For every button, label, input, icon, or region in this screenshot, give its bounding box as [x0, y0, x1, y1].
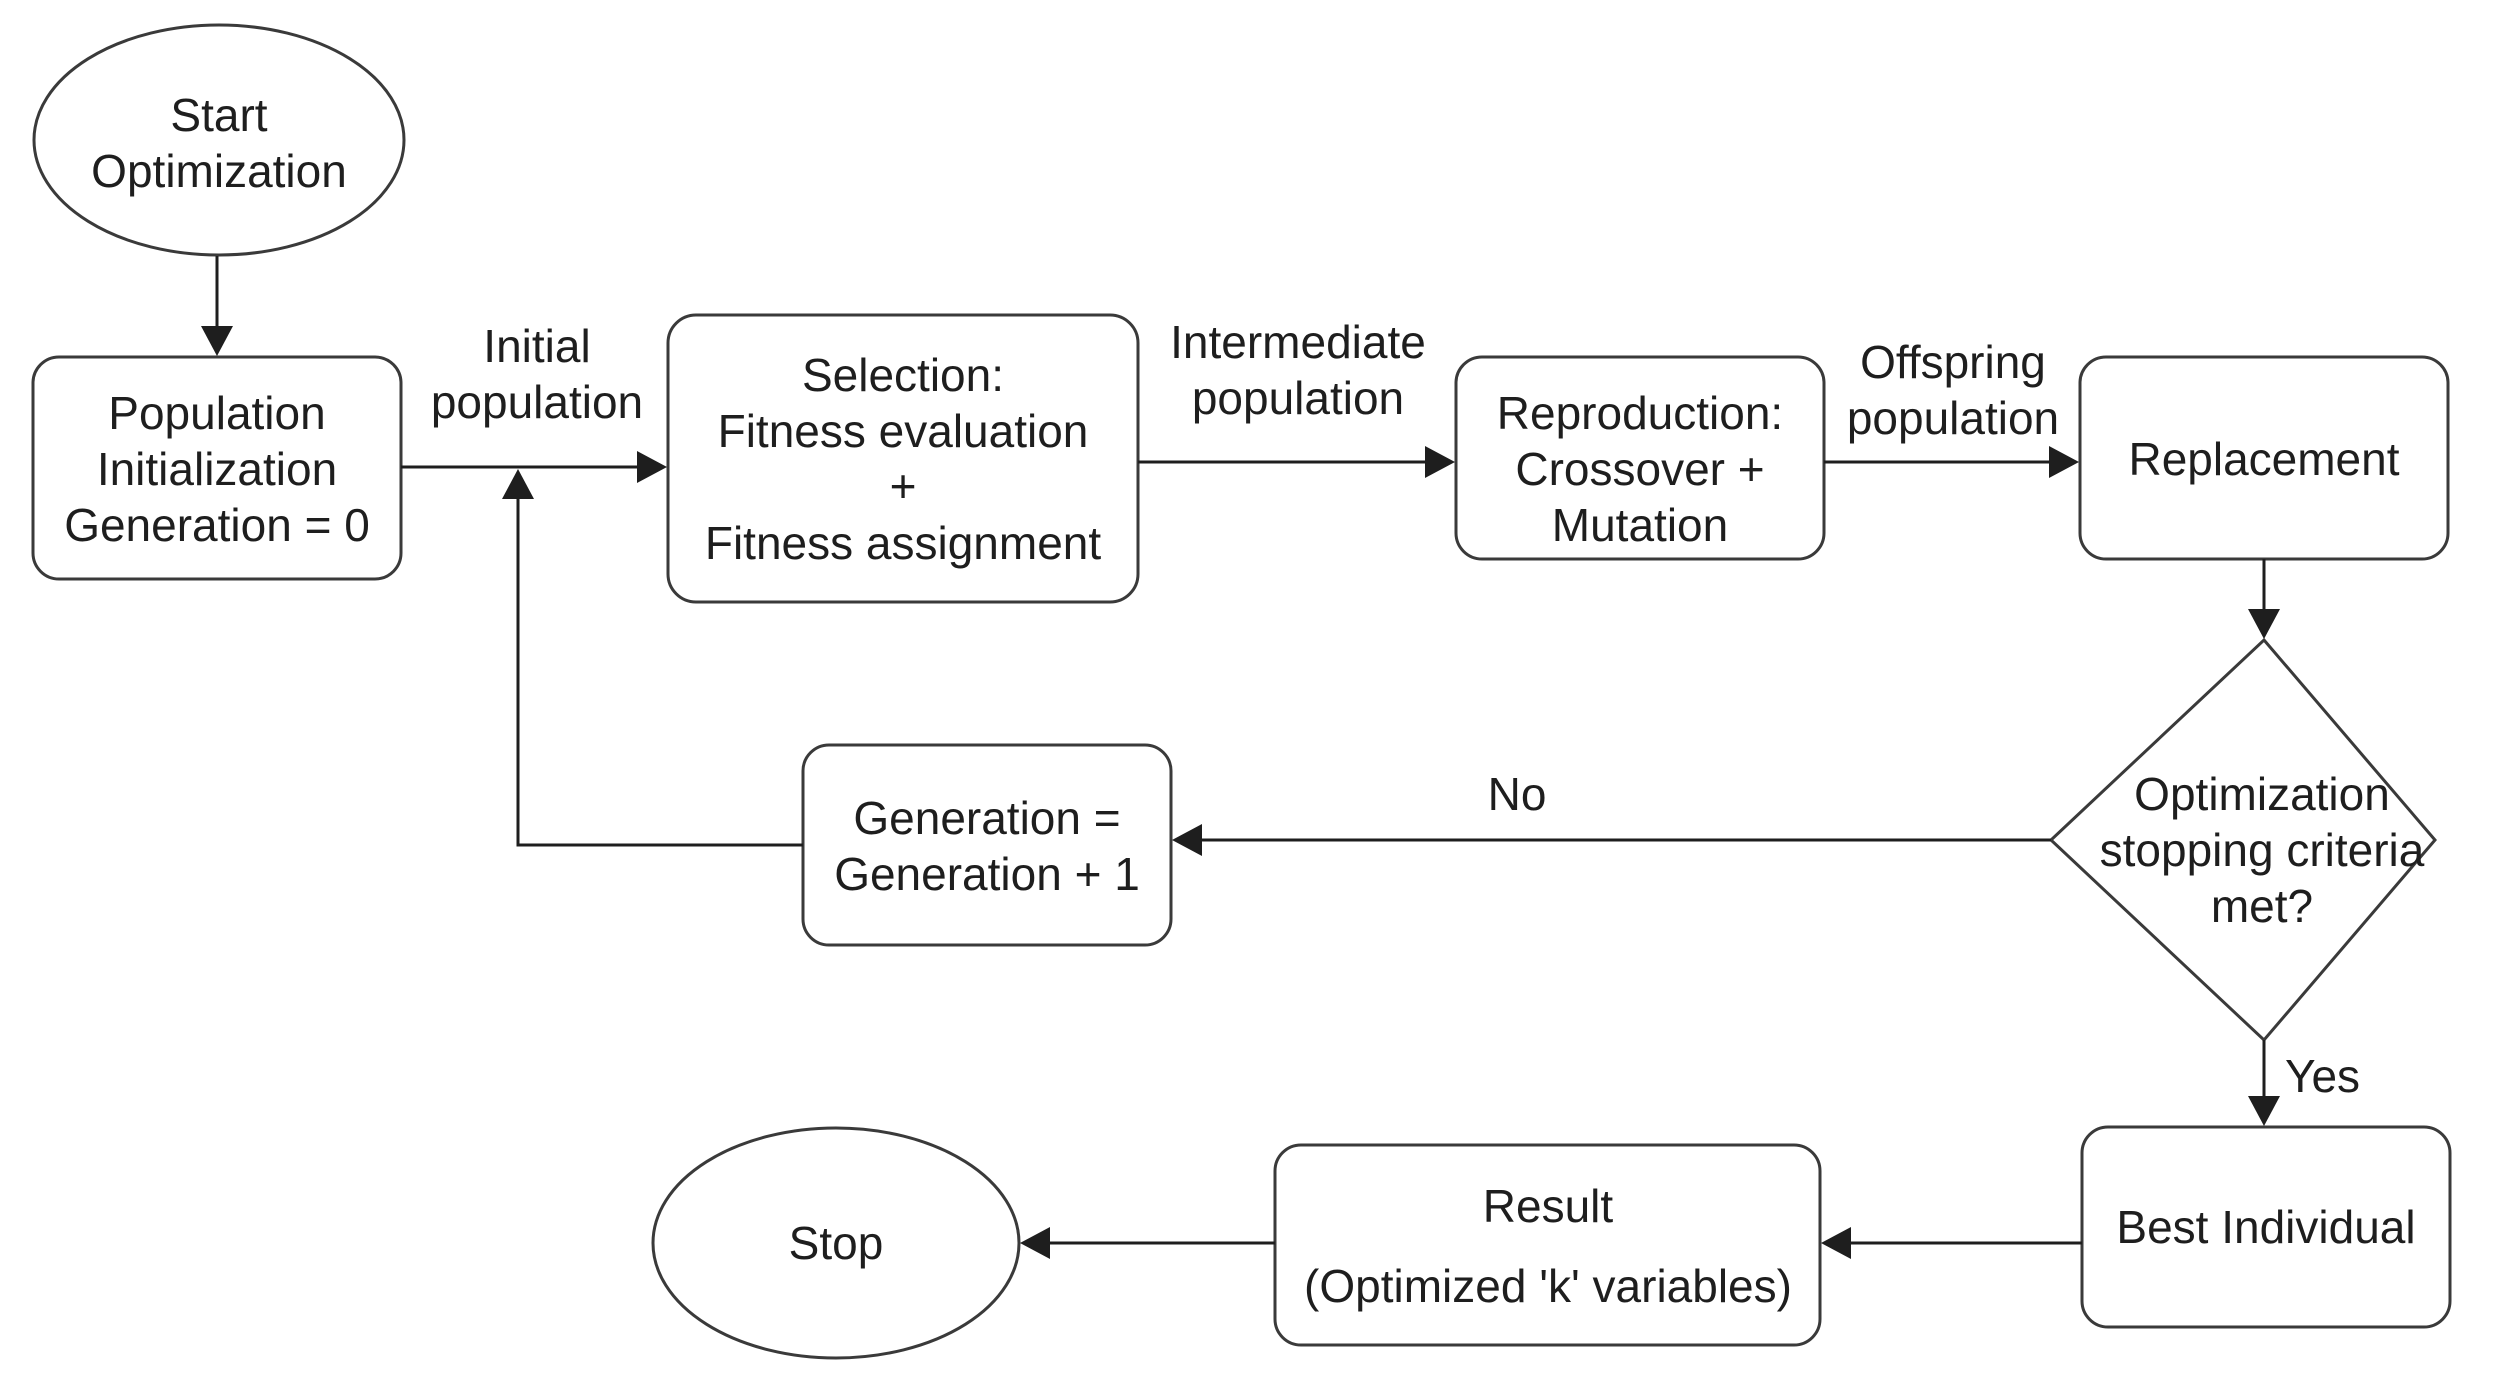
start-node: Start Optimization	[32, 23, 406, 257]
intermediate-population-label-line2: population	[1192, 372, 1404, 424]
population-initialization-node: Population Initialization Generation = 0	[31, 355, 403, 581]
arrowhead-down-icon	[201, 326, 233, 356]
arrowhead-right-icon	[1425, 446, 1455, 478]
edge-reproduction-to-replacement	[1824, 446, 2079, 478]
best-individual-label: Best Individual	[2116, 1201, 2415, 1253]
reproduction-label-line1: Reproduction:	[1497, 387, 1783, 439]
population-initialization-label-line2: Initialization	[97, 443, 337, 495]
generation-increment-label-line2: Generation + 1	[834, 848, 1140, 900]
population-initialization-label-line3: Generation = 0	[64, 499, 370, 551]
arrowhead-down-icon	[2248, 1096, 2280, 1126]
decision-label-line1: Optimization	[2134, 768, 2390, 820]
edge-start-to-population-init	[201, 256, 233, 356]
edge-population-init-to-selection	[401, 451, 667, 483]
selection-label-line2: Fitness evaluation	[718, 405, 1089, 457]
stopping-criteria-decision-node: Optimization stopping criteria met?	[2048, 637, 2437, 1043]
edge-result-to-stop	[1020, 1227, 1275, 1259]
replacement-node: Replacement	[2078, 355, 2450, 561]
result-label-line2: (Optimized 'k' variables)	[1304, 1260, 1792, 1312]
arrowhead-right-icon	[2049, 446, 2079, 478]
decision-label-line2: stopping criteria	[2100, 824, 2425, 876]
edge-decision-no-to-generation-increment	[1172, 824, 2051, 856]
replacement-label: Replacement	[2128, 433, 2399, 485]
selection-label-line3: +	[890, 460, 917, 512]
selection-label-line4: Fitness assignment	[705, 517, 1101, 569]
result-label-line1: Result	[1483, 1180, 1614, 1232]
initial-population-label-line2: population	[431, 376, 643, 428]
generation-increment-label-line1: Generation =	[853, 792, 1120, 844]
start-node-label-line2: Optimization	[91, 145, 347, 197]
stop-node: Stop	[651, 1126, 1021, 1360]
reproduction-label-line3: Mutation	[1552, 499, 1728, 551]
best-individual-node: Best Individual	[2080, 1125, 2452, 1329]
intermediate-population-label-line1: Intermediate	[1170, 316, 1426, 368]
arrowhead-down-icon	[2248, 609, 2280, 639]
selection-node: Selection: Fitness evaluation + Fitness …	[666, 313, 1140, 604]
reproduction-node: Reproduction: Crossover + Mutation	[1454, 355, 1826, 561]
generation-increment-node: Generation = Generation + 1	[801, 743, 1173, 947]
offspring-population-label-line1: Offspring	[1860, 336, 2046, 388]
edge-replacement-to-decision	[2248, 559, 2280, 639]
arrowhead-left-icon	[1172, 824, 1202, 856]
initial-population-label-line1: Initial	[483, 320, 590, 372]
result-node: Result (Optimized 'k' variables)	[1273, 1143, 1822, 1347]
no-branch-label: No	[1488, 768, 1547, 820]
offspring-population-label-line2: population	[1847, 392, 2059, 444]
arrowhead-right-icon	[637, 451, 667, 483]
edge-selection-to-reproduction	[1138, 446, 1455, 478]
selection-label-line1: Selection:	[802, 349, 1004, 401]
edge-generation-increment-loop-back	[502, 469, 803, 847]
stop-node-label: Stop	[789, 1217, 884, 1269]
start-node-label-line1: Start	[170, 89, 267, 141]
arrowhead-up-icon	[502, 469, 534, 499]
reproduction-label-line2: Crossover +	[1515, 443, 1764, 495]
decision-label-line3: met?	[2211, 880, 2313, 932]
edge-decision-yes-to-best-individual	[2248, 1040, 2280, 1126]
yes-branch-label: Yes	[2285, 1050, 2360, 1102]
population-initialization-label-line1: Population	[108, 387, 325, 439]
edge-best-individual-to-result	[1821, 1227, 2082, 1259]
arrowhead-left-icon	[1020, 1227, 1050, 1259]
arrowhead-left-icon	[1821, 1227, 1851, 1259]
